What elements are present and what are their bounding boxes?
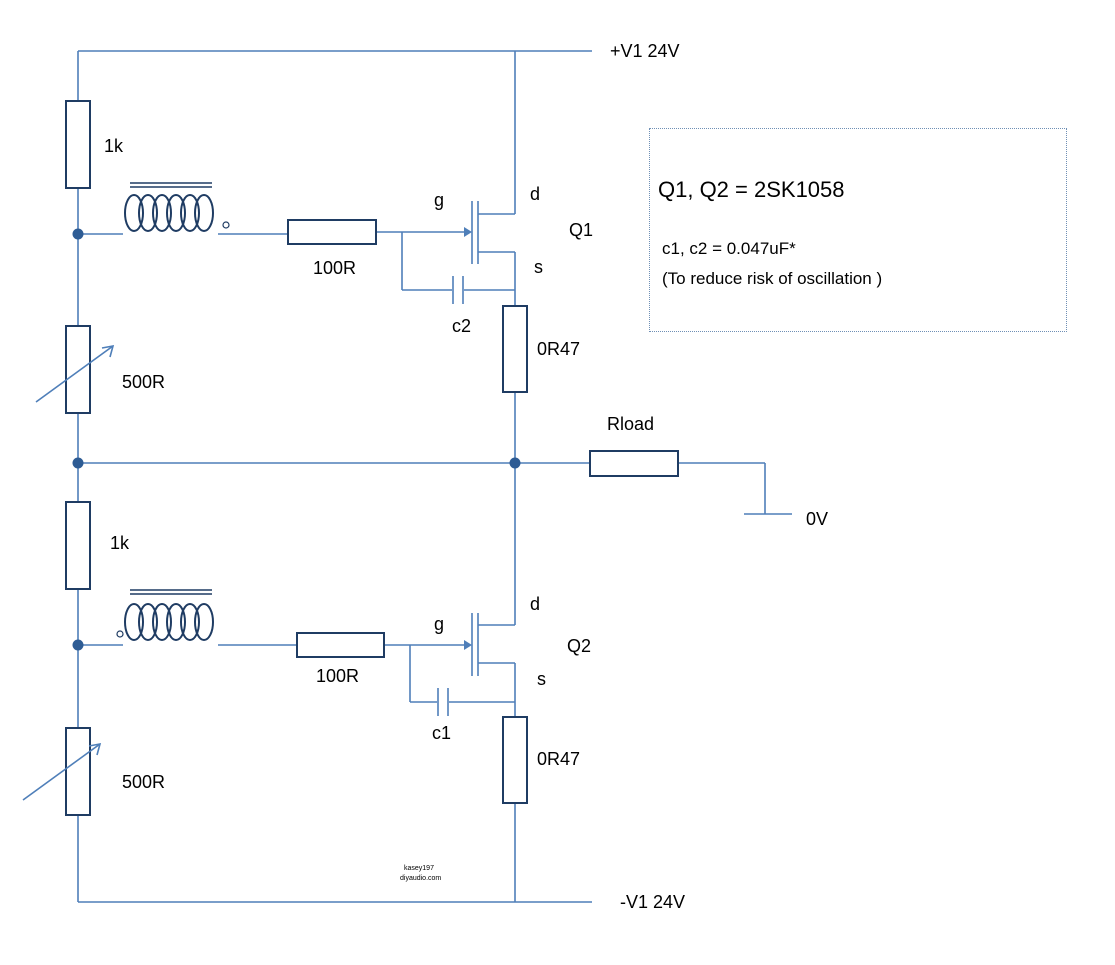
pot-arrow-top [35,344,115,403]
negative-rail-label: -V1 24V [620,892,685,912]
credit-author: kasey197 [404,865,434,872]
junction-node [72,457,84,469]
junction-node [509,457,521,469]
label-1k-top: 1k [104,136,124,156]
label-500r-bottom: 500R [122,772,165,792]
capacitor-c2-symbol [452,276,464,304]
resistor-rload [589,450,679,477]
note-capacitor-spec: c1, c2 = 0.047uF* [662,239,796,258]
note-transistor-spec: Q1, Q2 = 2SK1058 [658,177,845,202]
label-100r-bottom: 100R [316,666,359,686]
resistor-0r47-bottom [502,716,528,804]
label-0r47-bottom: 0R47 [537,749,580,769]
pot-arrow-bottom [22,742,102,801]
ground-label: 0V [806,509,828,529]
q2-name-label: Q2 [567,636,591,656]
resistor-100r-top [287,219,377,245]
label-100r-top: 100R [313,258,356,278]
q1-drain-label: d [530,184,540,204]
capacitor-c1-symbol [437,688,449,716]
q1-source-label: s [534,257,543,277]
junction-node [72,228,84,240]
label-1k-bottom: 1k [110,533,130,553]
q1-gate-label: g [434,190,444,210]
q2-drain-label: d [530,594,540,614]
label-c1: c1 [432,723,451,743]
positive-rail-label: +V1 24V [610,41,680,61]
label-500r-top: 500R [122,372,165,392]
component-note-box: Q1, Q2 = 2SK1058 c1, c2 = 0.047uF* (To r… [649,128,1067,332]
potentiometer-500r-top [65,325,91,414]
q2-source-label: s [537,669,546,689]
resistor-1k-top [65,100,91,189]
note-capacitor-reason: (To reduce risk of oscillation ) [662,269,883,288]
label-0r47-top: 0R47 [537,339,580,359]
label-c2: c2 [452,316,471,336]
resistor-100r-bottom [296,632,385,658]
potentiometer-500r-bottom [65,727,91,816]
resistor-0r47-top [502,305,528,393]
resistor-1k-bottom [65,501,91,590]
inductor-bottom [116,589,214,641]
q2-gate-label: g [434,614,444,634]
q1-name-label: Q1 [569,220,593,240]
credit-site: diyaudio.com [400,875,441,882]
inductor-top [124,182,230,232]
wires [77,50,792,903]
junction-node [72,639,84,651]
label-rload: Rload [607,414,654,434]
